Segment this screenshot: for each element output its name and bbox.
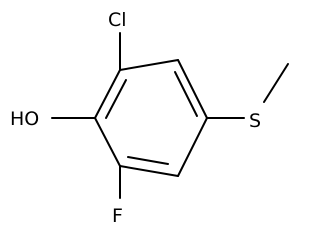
ring-inner-bond-3 (127, 156, 169, 165)
ring-bond-c4-c5 (119, 165, 179, 177)
ring-bond-c1-c2 (119, 59, 179, 71)
atom-label-chlorine: Cl (108, 9, 127, 31)
atom-label-sulfur: S (249, 110, 261, 132)
structure-diagram: Cl HO F S (10, 9, 289, 227)
ring-inner-bond-2 (174, 71, 198, 117)
atom-label-hydroxyl: HO (10, 108, 39, 130)
ring-inner-bond-1 (105, 79, 127, 119)
ring-bond-c5-c6 (94, 117, 121, 167)
bond-s-methyl (263, 63, 289, 103)
molecule-drawing: Cl HO F S (10, 9, 289, 227)
ring-bond-c3-c4 (177, 117, 208, 177)
atom-label-fluorine: F (112, 205, 123, 227)
ring-bond-c6-c1 (94, 69, 121, 119)
ring-bond-c2-c3 (177, 59, 208, 119)
